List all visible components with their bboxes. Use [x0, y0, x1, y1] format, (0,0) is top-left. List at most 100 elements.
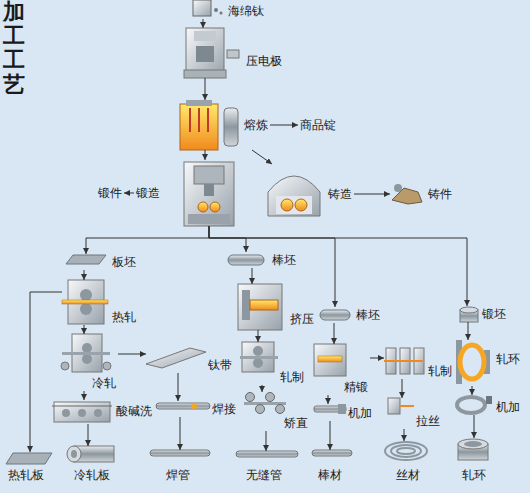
process-step: 轧制 — [240, 342, 306, 385]
step-label: 锻造 — [136, 186, 160, 200]
flow-arrow — [84, 270, 85, 280]
process-step: 热轧 — [62, 280, 138, 325]
flow-arrow — [402, 379, 403, 398]
flow-arrow — [252, 268, 253, 284]
casting-icon — [268, 176, 320, 216]
process-step: 熔炼 — [178, 100, 270, 150]
step-label: 熔炼 — [244, 118, 268, 132]
welding-icon — [156, 403, 210, 409]
hot-billet — [198, 202, 208, 212]
step-label: 铸件 — [428, 187, 452, 201]
process-step: 轧环 — [454, 340, 522, 386]
straightener-icon — [244, 393, 286, 414]
casting-part-icon — [392, 184, 422, 204]
process-step: 热轧板 — [6, 452, 52, 483]
step-label: 棒坯 — [272, 253, 296, 267]
process-step: 海绵钛 — [190, 0, 266, 19]
flow-arrow — [205, 150, 206, 160]
process-step: 棒坯 — [228, 252, 298, 268]
process-step: 矫直 — [244, 392, 310, 431]
extruder-ram — [242, 290, 250, 320]
sponge-piece — [214, 8, 218, 12]
flow-arrow — [209, 226, 467, 306]
step-label: 海绵钛 — [228, 4, 264, 18]
ring-machining-icon — [457, 396, 492, 413]
press-icon — [184, 28, 239, 78]
bar-product — [312, 450, 352, 456]
roll — [80, 289, 92, 301]
roll — [82, 343, 92, 353]
step-label: 轧制 — [280, 370, 304, 384]
process-step: 轧制 — [384, 348, 454, 379]
hot-mill-icon — [62, 280, 108, 324]
forging-billet — [460, 307, 478, 322]
ring — [457, 397, 485, 413]
step-label: 轧制 — [428, 364, 452, 378]
step-label: 钛带 — [208, 358, 232, 372]
forge-ram — [204, 184, 214, 196]
coil — [61, 362, 69, 370]
press-die — [196, 46, 214, 62]
flow-arrow — [330, 421, 331, 450]
press-head — [194, 31, 216, 41]
bar-billet — [320, 310, 350, 320]
step-label: 铸造 — [328, 187, 352, 201]
hot-billet — [210, 202, 220, 212]
step-label: 轧环 — [462, 468, 486, 482]
ingot — [224, 108, 238, 146]
process-step: 钛带 — [146, 348, 234, 373]
wire — [400, 405, 414, 407]
forge-frame — [314, 344, 346, 376]
process-step: 棒材 — [312, 450, 352, 483]
tube — [156, 403, 210, 409]
press-frame — [186, 28, 224, 76]
flow-arrow — [474, 415, 475, 438]
casting-furnace — [268, 176, 320, 216]
flow-arrow — [266, 431, 267, 451]
step-label: 压电极 — [246, 54, 282, 68]
forge-frame — [184, 162, 234, 226]
wire-coil-icon — [385, 442, 427, 460]
hot-bar — [318, 356, 342, 362]
step-label: 机加 — [496, 400, 520, 414]
roll — [82, 354, 92, 364]
process-step: 冷轧板 — [66, 446, 114, 483]
process-step: 酸碱洗 — [52, 400, 154, 424]
tool — [338, 404, 346, 414]
welded-pipe — [150, 450, 210, 456]
flow-arrow — [270, 125, 298, 126]
extrusion-icon — [238, 284, 282, 330]
coil-turn — [391, 445, 421, 457]
ring-product-icon — [458, 439, 488, 460]
press-base — [184, 70, 226, 78]
forge-icon — [184, 162, 234, 226]
step-label: 热轧 — [112, 310, 136, 324]
process-step: 板坯 — [66, 254, 138, 270]
extruder-body — [238, 284, 282, 330]
bar-rolling-icon — [384, 348, 424, 374]
roller — [94, 409, 102, 417]
flow-arrow — [30, 292, 62, 452]
step-label: 机加 — [348, 406, 372, 420]
ring-top — [458, 439, 488, 449]
process-step: 无缝管 — [236, 451, 298, 483]
billet-top — [460, 307, 478, 313]
process-step: 挤压 — [238, 284, 316, 330]
step-label: 锻件 — [98, 186, 122, 200]
furnace-electrodes — [190, 108, 208, 132]
melt — [281, 199, 293, 211]
hot-strip — [62, 300, 108, 304]
bar-billet — [228, 255, 264, 265]
flow-arrow — [404, 429, 405, 441]
flow-arrow — [205, 78, 206, 100]
cast-part — [394, 184, 402, 192]
tool — [486, 396, 492, 404]
process-step: 丝材 — [384, 441, 428, 483]
process-step: 焊管 — [150, 450, 210, 483]
roller — [246, 393, 255, 402]
furnace-lid — [186, 100, 212, 106]
flow-arrow — [178, 373, 179, 401]
sponge-icon — [193, 0, 223, 16]
step-label: 无缝管 — [246, 468, 282, 482]
